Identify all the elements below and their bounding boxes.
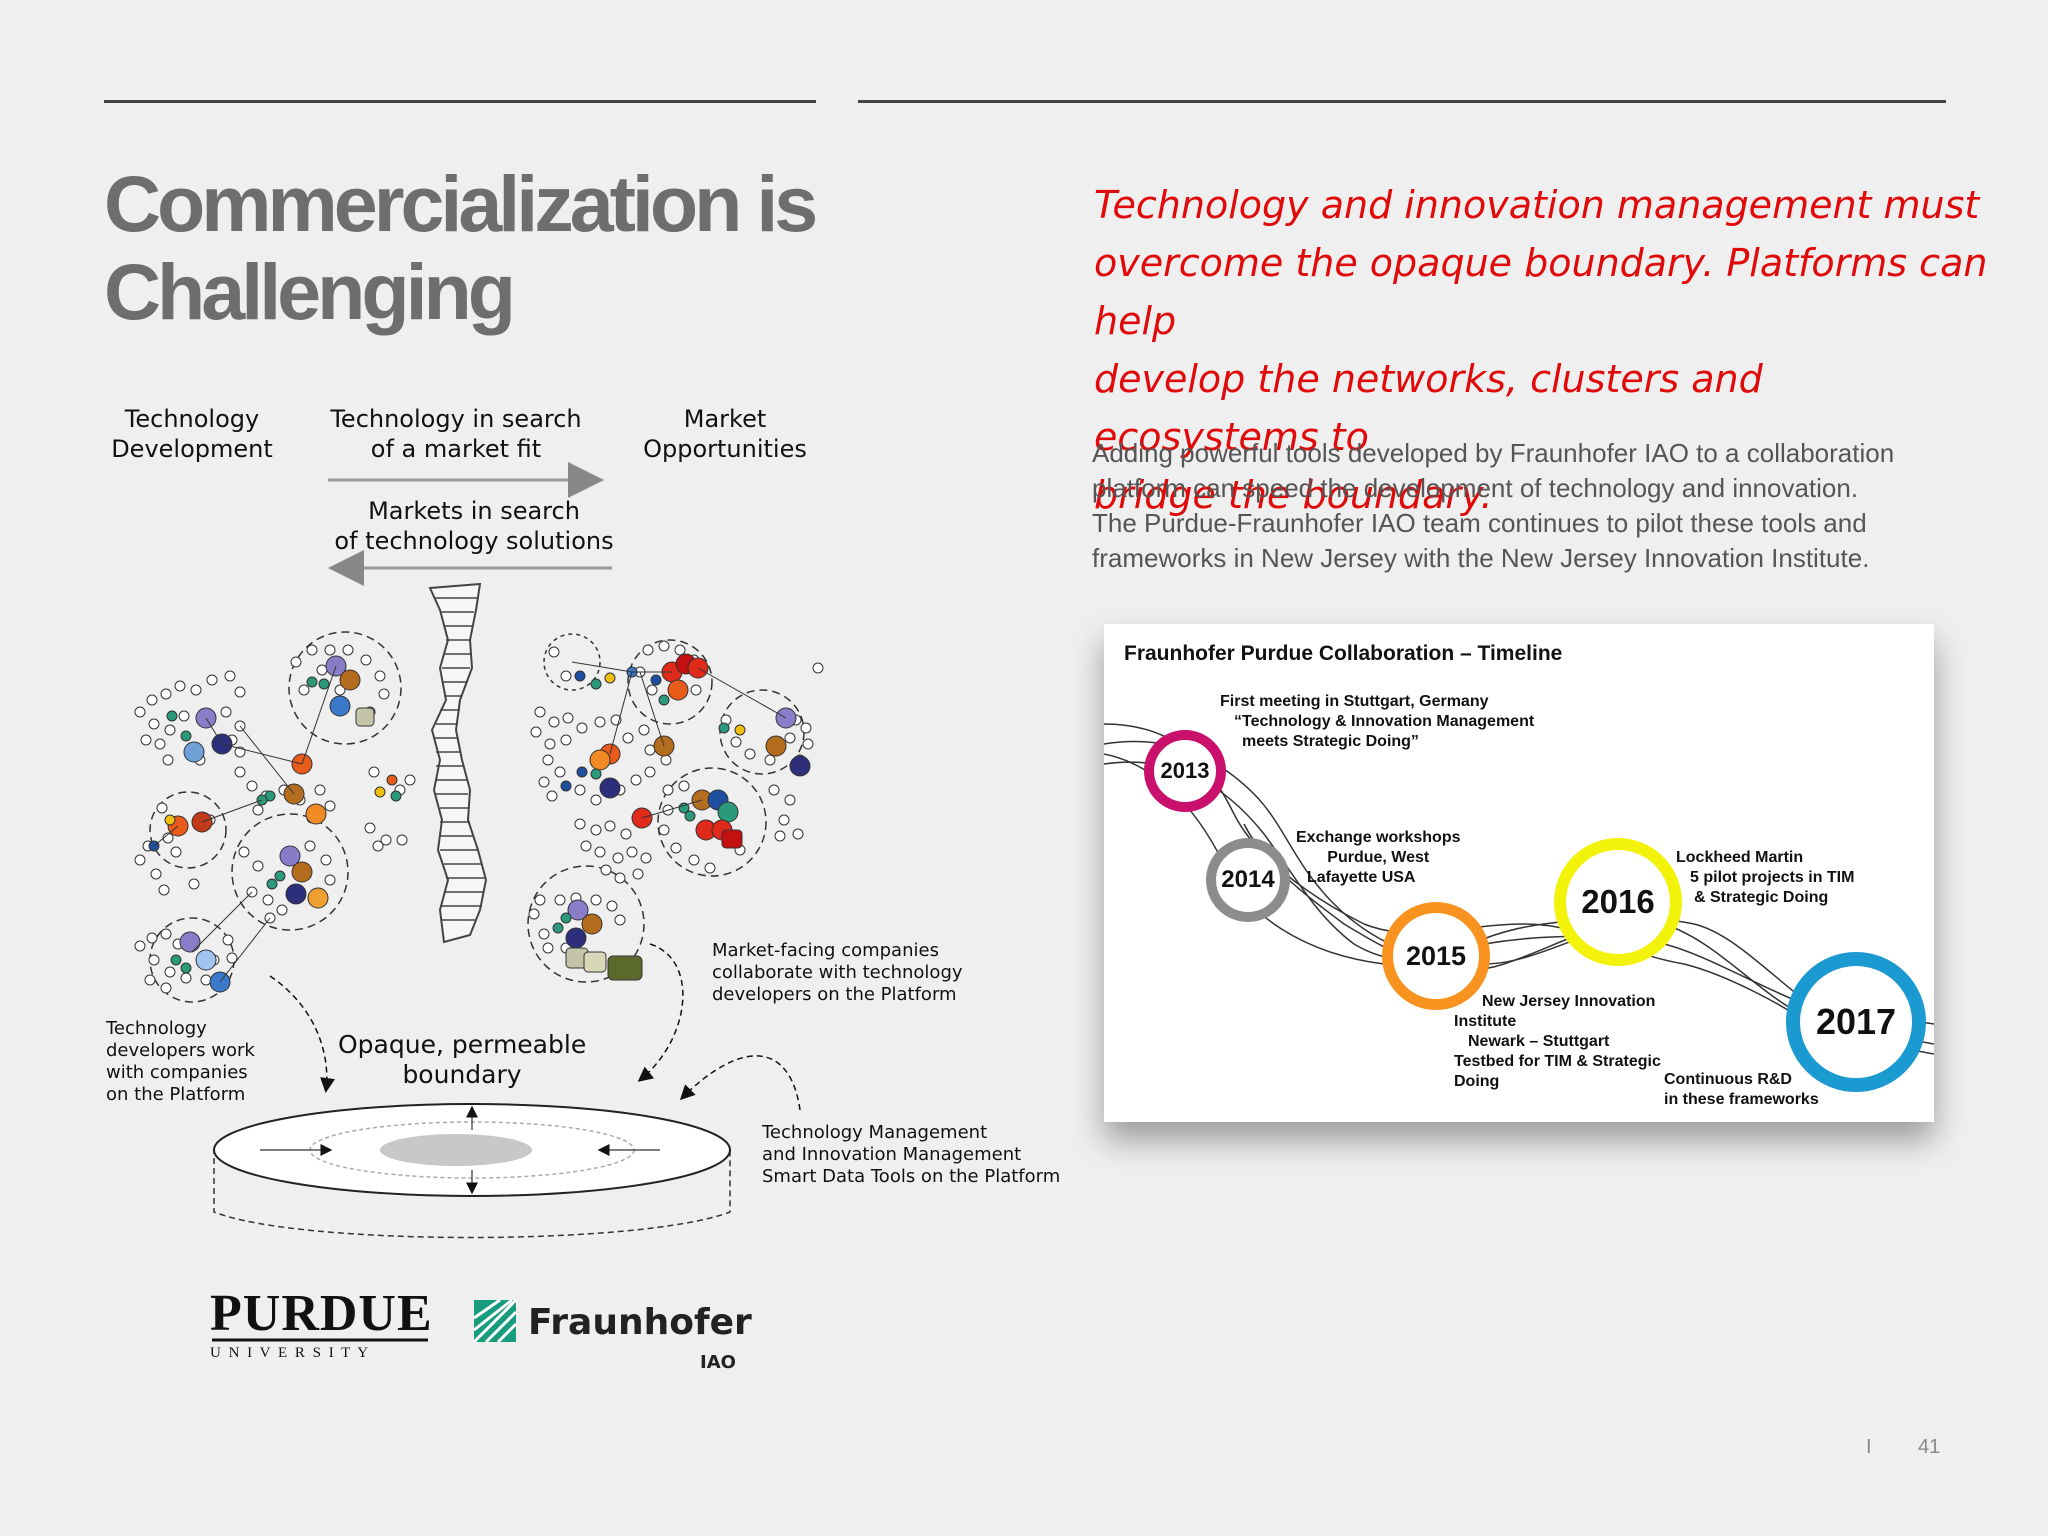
fraunhofer-logo-wordmark: Fraunhofer [528, 1302, 752, 1343]
label-markets-in-search: Markets in search of technology solution… [328, 496, 620, 556]
quote-line: overcome the opaque boundary. Platforms … [1094, 241, 1988, 343]
platform-disk [213, 1103, 731, 1239]
milestone-circle-2014: 2014 [1206, 838, 1290, 922]
note-line: collaborate with technology [712, 962, 963, 983]
fraunhofer-mark [472, 1298, 518, 1344]
note-market-facing: Market-facing companies collaborate with… [712, 940, 963, 1006]
note-line: Newark – Stuttgart [1468, 1033, 1610, 1050]
label-line: Development [111, 435, 273, 463]
milestone-circle-2016: 2016 [1554, 838, 1682, 966]
slide-title: Commercialization is Challenging [104, 159, 818, 336]
note-line: Doing [1454, 1073, 1500, 1090]
milestone-note-2013: First meeting in Stuttgart, Germany “Tec… [1220, 692, 1534, 752]
arrow-tools-to-platform [679, 1055, 801, 1111]
note-line: Institute [1454, 1013, 1517, 1030]
label-line: of technology solutions [334, 527, 614, 555]
note-line: developers on the Platform [712, 984, 957, 1005]
label-market-opportunities: Market Opportunities [628, 404, 822, 464]
paragraph-line: The Purdue-Fraunhofer IAO team continues… [1092, 508, 1867, 538]
note-line: in these frameworks [1664, 1091, 1819, 1108]
fraunhofer-logo-subtitle: IAO [700, 1352, 736, 1373]
label-line: Technology in search [330, 405, 582, 433]
milestone-note-2014: Exchange workshops Purdue, West Lafayett… [1296, 828, 1461, 888]
quote-line: develop the networks, clusters and ecosy… [1094, 357, 1763, 459]
timeline-title: Fraunhofer Purdue Collaboration – Timeli… [1124, 642, 1563, 665]
paragraph-line: platform can speed the development of te… [1092, 473, 1859, 503]
note-line: developers work [106, 1040, 255, 1061]
note-line: on the Platform [106, 1084, 246, 1105]
note-line: Market-facing companies [712, 940, 939, 961]
label-line: Opaque, permeable [338, 1030, 587, 1059]
milestone-circle-2015: 2015 [1382, 902, 1490, 1010]
note-line: “Technology & Innovation Management [1234, 713, 1535, 730]
purdue-logo-subtitle: U N I V E R S I T Y [210, 1345, 371, 1361]
label-line: Technology [124, 405, 260, 433]
note-line: meets Strategic Doing” [1242, 733, 1419, 750]
purdue-logo-wordmark: PURDUE [210, 1285, 433, 1342]
milestone-circle-2013: 2013 [1144, 730, 1226, 812]
body-paragraph: Adding powerful tools developed by Fraun… [1092, 436, 1992, 576]
label-line: of a market fit [370, 435, 542, 463]
paragraph-line: frameworks in New Jersey with the New Je… [1092, 543, 1870, 573]
left-clusters [134, 631, 416, 1003]
note-line: Smart Data Tools on the Platform [762, 1166, 1061, 1187]
note-line: Lockheed Martin [1676, 849, 1804, 866]
label-line: Markets in search [368, 497, 580, 525]
timeline-card: Fraunhofer Purdue Collaboration – Timeli… [1104, 624, 1934, 1122]
note-line: & Strategic Doing [1694, 889, 1829, 906]
arrow-market-to-platform [637, 943, 684, 1082]
note-line: First meeting in Stuttgart, Germany [1220, 693, 1489, 710]
arrow-dev-to-platform [269, 975, 336, 1093]
note-line: 5 pilot projects in TIM [1690, 869, 1855, 886]
note-line: New Jersey Innovation [1482, 993, 1656, 1010]
milestone-note-2015: New Jersey Innovation Institute Newark –… [1454, 992, 1661, 1092]
highlight-quote: Technology and innovation management mus… [1094, 176, 1994, 524]
note-line: Continuous R&D [1664, 1071, 1792, 1088]
page-number: 41 [1918, 1436, 1941, 1458]
note-line: and Innovation Management [762, 1144, 1022, 1165]
title-line-1: Commercialization is [104, 159, 818, 248]
paragraph-line: Adding powerful tools developed by Fraun… [1092, 438, 1895, 468]
opaque-boundary-shape [428, 582, 488, 944]
purdue-logo: PURDUE U N I V E R S I T Y [210, 1288, 433, 1362]
title-line-2: Challenging [104, 247, 516, 336]
note-line: Technology [106, 1018, 207, 1039]
note-line: Exchange workshops [1296, 829, 1461, 846]
label-opaque-boundary: Opaque, permeable boundary [338, 1030, 586, 1090]
milestone-note-2016: Lockheed Martin 5 pilot projects in TIM … [1676, 848, 1854, 908]
right-clusters [527, 633, 824, 983]
quote-line: Technology and innovation management mus… [1094, 183, 1980, 227]
label-line: Opportunities [643, 435, 807, 463]
top-rule-left [104, 100, 816, 103]
label-line: Market [683, 405, 767, 433]
note-line: Purdue, West [1327, 849, 1430, 866]
note-line: Testbed for TIM & Strategic [1454, 1053, 1661, 1070]
note-developers: Technology developers work with companie… [106, 1018, 255, 1106]
label-line: boundary [402, 1060, 522, 1089]
label-technology-development: Technology Development [100, 404, 284, 464]
milestone-circle-2017: 2017 [1786, 952, 1926, 1092]
top-rule-right [858, 100, 1946, 103]
note-line: Lafayette USA [1307, 869, 1416, 886]
note-smart-tools: Technology Management and Innovation Man… [762, 1122, 1060, 1188]
boundary-diagram [134, 462, 824, 1344]
page-separator: I [1866, 1436, 1872, 1458]
note-line: Technology Management [762, 1122, 988, 1143]
quote-line: bridge the boundary. [1094, 473, 1493, 517]
milestone-note-2017: Continuous R&D in these frameworks [1664, 1070, 1819, 1110]
boundary-hatching [434, 597, 486, 921]
label-technology-search: Technology in search of a market fit [318, 404, 594, 464]
note-line: with companies [106, 1062, 248, 1083]
